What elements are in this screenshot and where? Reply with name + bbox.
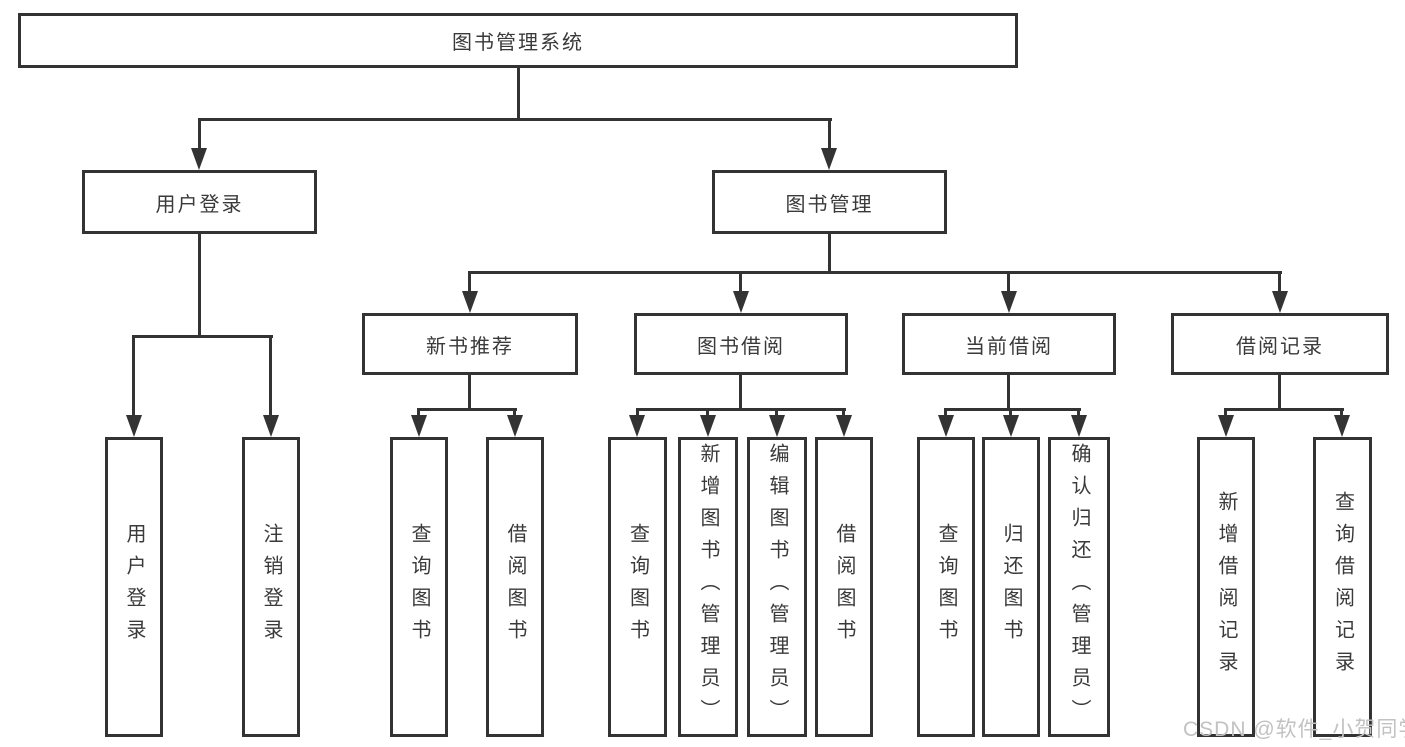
arrow-down-leaf-add-borrow-record	[1218, 415, 1234, 437]
node-borrow-records: 借阅记录	[1171, 313, 1389, 375]
connector-drop-leaf-user-login	[132, 335, 135, 419]
arrow-down-current-borrow	[1001, 291, 1017, 313]
connector-borrow-records-bus	[1224, 408, 1344, 411]
arrow-down-leaf-user-login	[126, 415, 142, 437]
leaf-query-book-recommend-label: 查询图书	[408, 523, 430, 651]
connector-drop-leaf-borrow-book	[842, 408, 845, 419]
node-current-borrow-label: 当前借阅	[965, 335, 1053, 358]
connector-drop-book-borrow	[739, 271, 742, 293]
leaf-borrow-book-recommend-label: 借阅图书	[504, 523, 526, 651]
leaf-logout: 注销登录	[242, 437, 300, 737]
connector-current-borrow-bus	[944, 408, 1081, 411]
leaf-return-book: 归还图书	[982, 437, 1040, 737]
leaf-query-borrow-record: 查询借阅记录	[1313, 437, 1372, 737]
leaf-query-book-current: 查询图书	[917, 437, 975, 737]
node-book-borrow: 图书借阅	[634, 313, 848, 375]
node-user-login-label: 用户登录	[155, 193, 244, 216]
connector-drop-leaf-query-book-borrow	[636, 408, 639, 419]
node-book-management-label: 图书管理	[785, 193, 874, 216]
leaf-query-borrow-record-label: 查询借阅记录	[1331, 491, 1354, 683]
arrow-down-new-book-recommend	[462, 291, 478, 313]
arrow-down-user-login	[191, 148, 207, 170]
arrow-down-leaf-query-book-borrow	[629, 415, 645, 437]
watermark: CSDN @软件_小贺同学	[1183, 718, 1405, 741]
arrow-down-leaf-borrow-book	[836, 415, 852, 437]
connector-drop-leaf-confirm-return-admin	[1077, 408, 1080, 419]
connector-drop-current-borrow	[1007, 271, 1010, 293]
connector-drop-leaf-logout	[269, 335, 272, 419]
arrow-down-book-borrow	[733, 291, 749, 313]
leaf-logout-label: 注销登录	[260, 523, 282, 651]
connector-drop-new-book-recommend	[468, 271, 471, 293]
connector-drop-leaf-query-book-current	[944, 408, 947, 419]
arrow-down-leaf-query-book-current	[938, 415, 954, 437]
connector-user-login-stem	[198, 232, 201, 338]
leaf-add-book-admin-label: 新增图书（管理员）	[697, 443, 719, 731]
leaf-add-book-admin: 新增图书（管理员）	[678, 437, 738, 737]
arrow-down-book-management	[821, 148, 837, 170]
node-user-login: 用户登录	[82, 170, 317, 234]
leaf-user-login-label: 用户登录	[123, 523, 145, 651]
connector-drop-leaf-borrow-book-recommend	[513, 408, 516, 419]
arrow-down-leaf-edit-book-admin	[769, 415, 785, 437]
connector-root-stem	[517, 66, 520, 121]
connector-drop-leaf-query-borrow-record	[1340, 408, 1343, 419]
node-borrow-records-label: 借阅记录	[1236, 335, 1324, 358]
connector-drop-leaf-add-borrow-record	[1224, 408, 1227, 419]
connector-drop-borrow-records	[1278, 271, 1281, 293]
node-new-book-recommend-label: 新书推荐	[426, 335, 514, 358]
connector-borrow-records-stem	[1278, 373, 1281, 411]
arrow-down-leaf-add-book-admin	[700, 415, 716, 437]
leaf-query-book-borrow: 查询图书	[608, 437, 667, 737]
node-new-book-recommend: 新书推荐	[362, 313, 578, 375]
node-book-management: 图书管理	[712, 170, 947, 234]
connector-level2-bus	[198, 118, 832, 121]
leaf-return-book-label: 归还图书	[1000, 523, 1022, 651]
arrow-down-leaf-query-book-recommend	[411, 415, 427, 437]
connector-drop-leaf-edit-book-admin	[775, 408, 778, 419]
node-book-borrow-label: 图书借阅	[697, 335, 785, 358]
connector-book-management-stem	[828, 232, 831, 274]
leaf-borrow-book-label: 借阅图书	[833, 523, 855, 651]
arrow-down-leaf-query-borrow-record	[1334, 415, 1350, 437]
connector-drop-leaf-query-book-recommend	[417, 408, 420, 419]
node-root: 图书管理系统	[18, 13, 1018, 68]
leaf-query-book-current-label: 查询图书	[935, 523, 957, 651]
connector-level3-bus	[468, 271, 1282, 274]
connector-new-book-recommend-bus	[417, 408, 517, 411]
arrow-down-leaf-logout	[263, 415, 279, 437]
connector-drop-user-login	[198, 118, 201, 151]
leaf-add-borrow-record-label: 新增借阅记录	[1215, 491, 1237, 683]
connector-book-borrow-stem	[739, 373, 742, 411]
arrow-down-leaf-return-book	[1003, 415, 1019, 437]
leaf-add-borrow-record: 新增借阅记录	[1197, 437, 1255, 737]
leaf-edit-book-admin-label: 编辑图书（管理员）	[766, 443, 788, 731]
arrow-down-leaf-borrow-book-recommend	[507, 415, 523, 437]
leaf-query-book-recommend: 查询图书	[390, 437, 448, 737]
node-current-borrow: 当前借阅	[902, 313, 1116, 375]
node-root-label: 图书管理系统	[452, 32, 584, 54]
leaf-borrow-book-recommend: 借阅图书	[486, 437, 544, 737]
leaf-confirm-return-admin-label: 确认归还（管理员）	[1068, 443, 1090, 731]
connector-drop-book-management	[828, 118, 831, 151]
leaf-borrow-book: 借阅图书	[815, 437, 873, 737]
leaf-query-book-borrow-label: 查询图书	[626, 523, 649, 651]
connector-book-borrow-bus	[636, 408, 846, 411]
leaf-edit-book-admin: 编辑图书（管理员）	[747, 437, 807, 737]
leaf-confirm-return-admin: 确认归还（管理员）	[1048, 437, 1110, 737]
connector-user-login-bus	[132, 335, 273, 338]
connector-drop-leaf-return-book	[1009, 408, 1012, 419]
leaf-user-login: 用户登录	[105, 437, 163, 737]
connector-new-book-recommend-stem	[468, 373, 471, 411]
arrow-down-leaf-confirm-return-admin	[1071, 415, 1087, 437]
connector-drop-leaf-add-book-admin	[706, 408, 709, 419]
connector-current-borrow-stem	[1007, 373, 1010, 411]
arrow-down-borrow-records	[1272, 291, 1288, 313]
